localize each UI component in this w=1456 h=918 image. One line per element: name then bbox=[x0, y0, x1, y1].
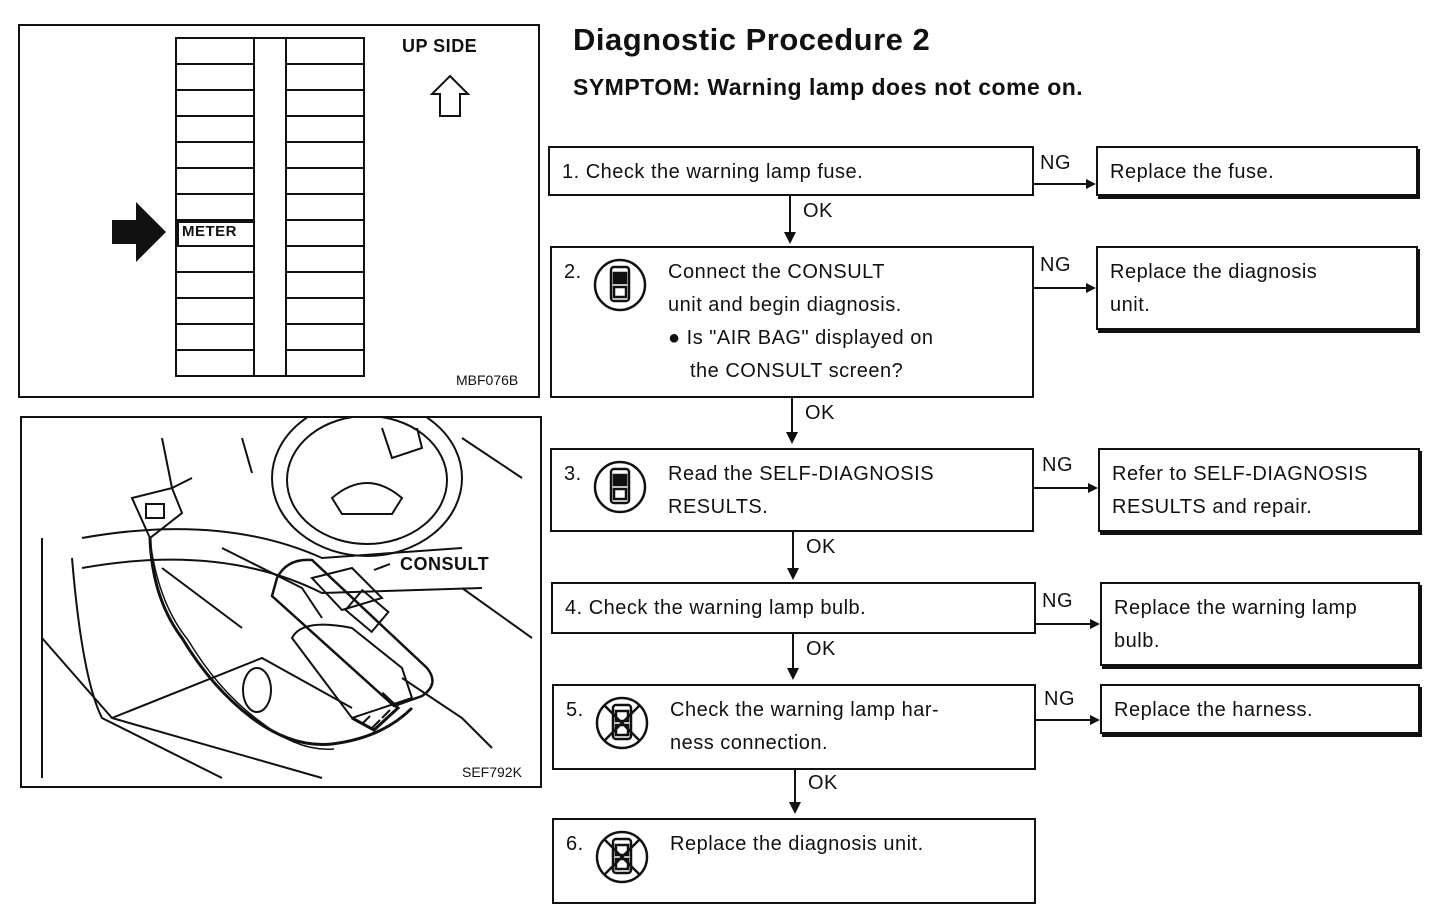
ok-label-1: OK bbox=[803, 200, 833, 222]
ng-action-4-line-2: bulb. bbox=[1114, 630, 1160, 652]
ng-action-5-box: Replace the harness. bbox=[1100, 684, 1420, 734]
step-2-line-2: unit and begin diagnosis. bbox=[668, 294, 902, 316]
ng-action-3-line-1: Refer to SELF-DIAGNOSIS bbox=[1112, 463, 1369, 485]
step-4-box: 4. Check the warning lamp bulb. bbox=[551, 582, 1036, 634]
procedure-title: Diagnostic Procedure 2 bbox=[573, 22, 931, 57]
ng-label-5: NG bbox=[1044, 688, 1075, 710]
ok-arrow-1 bbox=[784, 196, 796, 244]
fuse-block-figure: UP SIDE METER MBF076B bbox=[18, 24, 540, 398]
ng-arrow-5 bbox=[1036, 715, 1100, 725]
ng-action-3-box: Refer to SELF-DIAGNOSIS RESULTS and repa… bbox=[1098, 448, 1420, 532]
ok-arrow-2 bbox=[786, 398, 798, 444]
ng-label-2: NG bbox=[1040, 254, 1071, 276]
dashboard-consult-illustration bbox=[41, 418, 533, 779]
meter-label: METER bbox=[182, 223, 237, 240]
ng-action-5-line-1: Replace the harness. bbox=[1114, 699, 1314, 721]
step-2-number: 2. bbox=[564, 261, 582, 283]
step-6-line-1: Replace the diagnosis unit. bbox=[670, 833, 924, 855]
no-consult-icon bbox=[595, 830, 649, 884]
step-2-line-1: Connect the CONSULT bbox=[668, 261, 885, 283]
ng-action-3-text: Refer to SELF-DIAGNOSIS RESULTS and repa… bbox=[1112, 458, 1368, 524]
step-3-box: 3. Read the SELF-DIAGNOSIS RESULTS. bbox=[550, 448, 1034, 532]
step-2-text: Connect the CONSULT unit and begin diagn… bbox=[668, 256, 933, 388]
ok-label-4: OK bbox=[806, 638, 836, 660]
step-3-number: 3. bbox=[564, 463, 582, 485]
step-6-text: Replace the diagnosis unit. bbox=[670, 828, 924, 861]
step-6-number: 6. bbox=[566, 833, 584, 855]
ok-arrow-3 bbox=[787, 532, 799, 580]
step-5-box: 5. Check the warning lamp har- ness conn… bbox=[552, 684, 1036, 770]
ng-arrow-2 bbox=[1034, 283, 1096, 293]
ok-label-5: OK bbox=[808, 772, 838, 794]
ok-label-3: OK bbox=[806, 536, 836, 558]
ok-arrow-4 bbox=[787, 634, 799, 680]
consult-label: CONSULT bbox=[400, 554, 490, 574]
step-5-line-2: ness connection. bbox=[670, 732, 829, 754]
ng-action-4-line-1: Replace the warning lamp bbox=[1114, 597, 1358, 619]
step-1-text: 1. Check the warning lamp fuse. bbox=[562, 161, 864, 183]
step-3-line-2: RESULTS. bbox=[668, 496, 769, 518]
consult-unit-icon bbox=[593, 258, 647, 312]
up-side-label: UP SIDE bbox=[402, 36, 478, 56]
ng-label-4: NG bbox=[1042, 590, 1073, 612]
symptom-text: SYMPTOM: Warning lamp does not come on. bbox=[573, 74, 1084, 100]
ng-action-2-line-1: Replace the diagnosis bbox=[1110, 261, 1318, 283]
step-2-box: 2. Connect the CONSULT unit and begin di… bbox=[550, 246, 1034, 398]
ng-action-4-text: Replace the warning lamp bulb. bbox=[1114, 592, 1357, 658]
ng-label-1: NG bbox=[1040, 152, 1071, 174]
fuse-block-illustration bbox=[112, 37, 471, 377]
step-3-line-1: Read the SELF-DIAGNOSIS bbox=[668, 463, 935, 485]
no-consult-icon bbox=[595, 696, 649, 750]
figure-code-mbf076b: MBF076B bbox=[456, 372, 519, 388]
step-4-text: 4. Check the warning lamp bulb. bbox=[565, 597, 867, 619]
ng-action-2-line-2: unit. bbox=[1110, 294, 1151, 316]
ng-action-2-box: Replace the diagnosis unit. bbox=[1096, 246, 1418, 330]
step-3-text: Read the SELF-DIAGNOSIS RESULTS. bbox=[668, 458, 934, 524]
figure-code-sef792k: SEF792K bbox=[462, 764, 522, 780]
ng-action-1-line-1: Replace the fuse. bbox=[1110, 161, 1275, 183]
step-5-number: 5. bbox=[566, 699, 584, 721]
consult-unit-icon bbox=[593, 460, 647, 514]
ng-arrow-3 bbox=[1034, 483, 1098, 493]
consult-connection-figure: CONSULT SEF792K bbox=[20, 416, 542, 788]
step-5-line-1: Check the warning lamp har- bbox=[670, 699, 940, 721]
ng-action-4-box: Replace the warning lamp bulb. bbox=[1100, 582, 1420, 666]
ok-label-2: OK bbox=[805, 402, 835, 424]
ok-arrow-5 bbox=[789, 770, 801, 814]
ng-action-2-text: Replace the diagnosis unit. bbox=[1110, 256, 1317, 322]
step-5-text: Check the warning lamp har- ness connect… bbox=[670, 694, 939, 760]
ng-label-3: NG bbox=[1042, 454, 1073, 476]
step-2-line-4: the CONSULT screen? bbox=[690, 360, 904, 382]
ng-arrow-4 bbox=[1036, 619, 1100, 629]
ng-action-1-box: Replace the fuse. bbox=[1096, 146, 1418, 196]
step-6-box: 6. Replace the diagnosis unit. bbox=[552, 818, 1036, 904]
ng-arrow-1 bbox=[1034, 179, 1096, 189]
ng-action-3-line-2: RESULTS and repair. bbox=[1112, 496, 1313, 518]
step-2-line-3: ● Is "AIR BAG" displayed on bbox=[668, 327, 934, 349]
step-1-box: 1. Check the warning lamp fuse. bbox=[548, 146, 1034, 196]
